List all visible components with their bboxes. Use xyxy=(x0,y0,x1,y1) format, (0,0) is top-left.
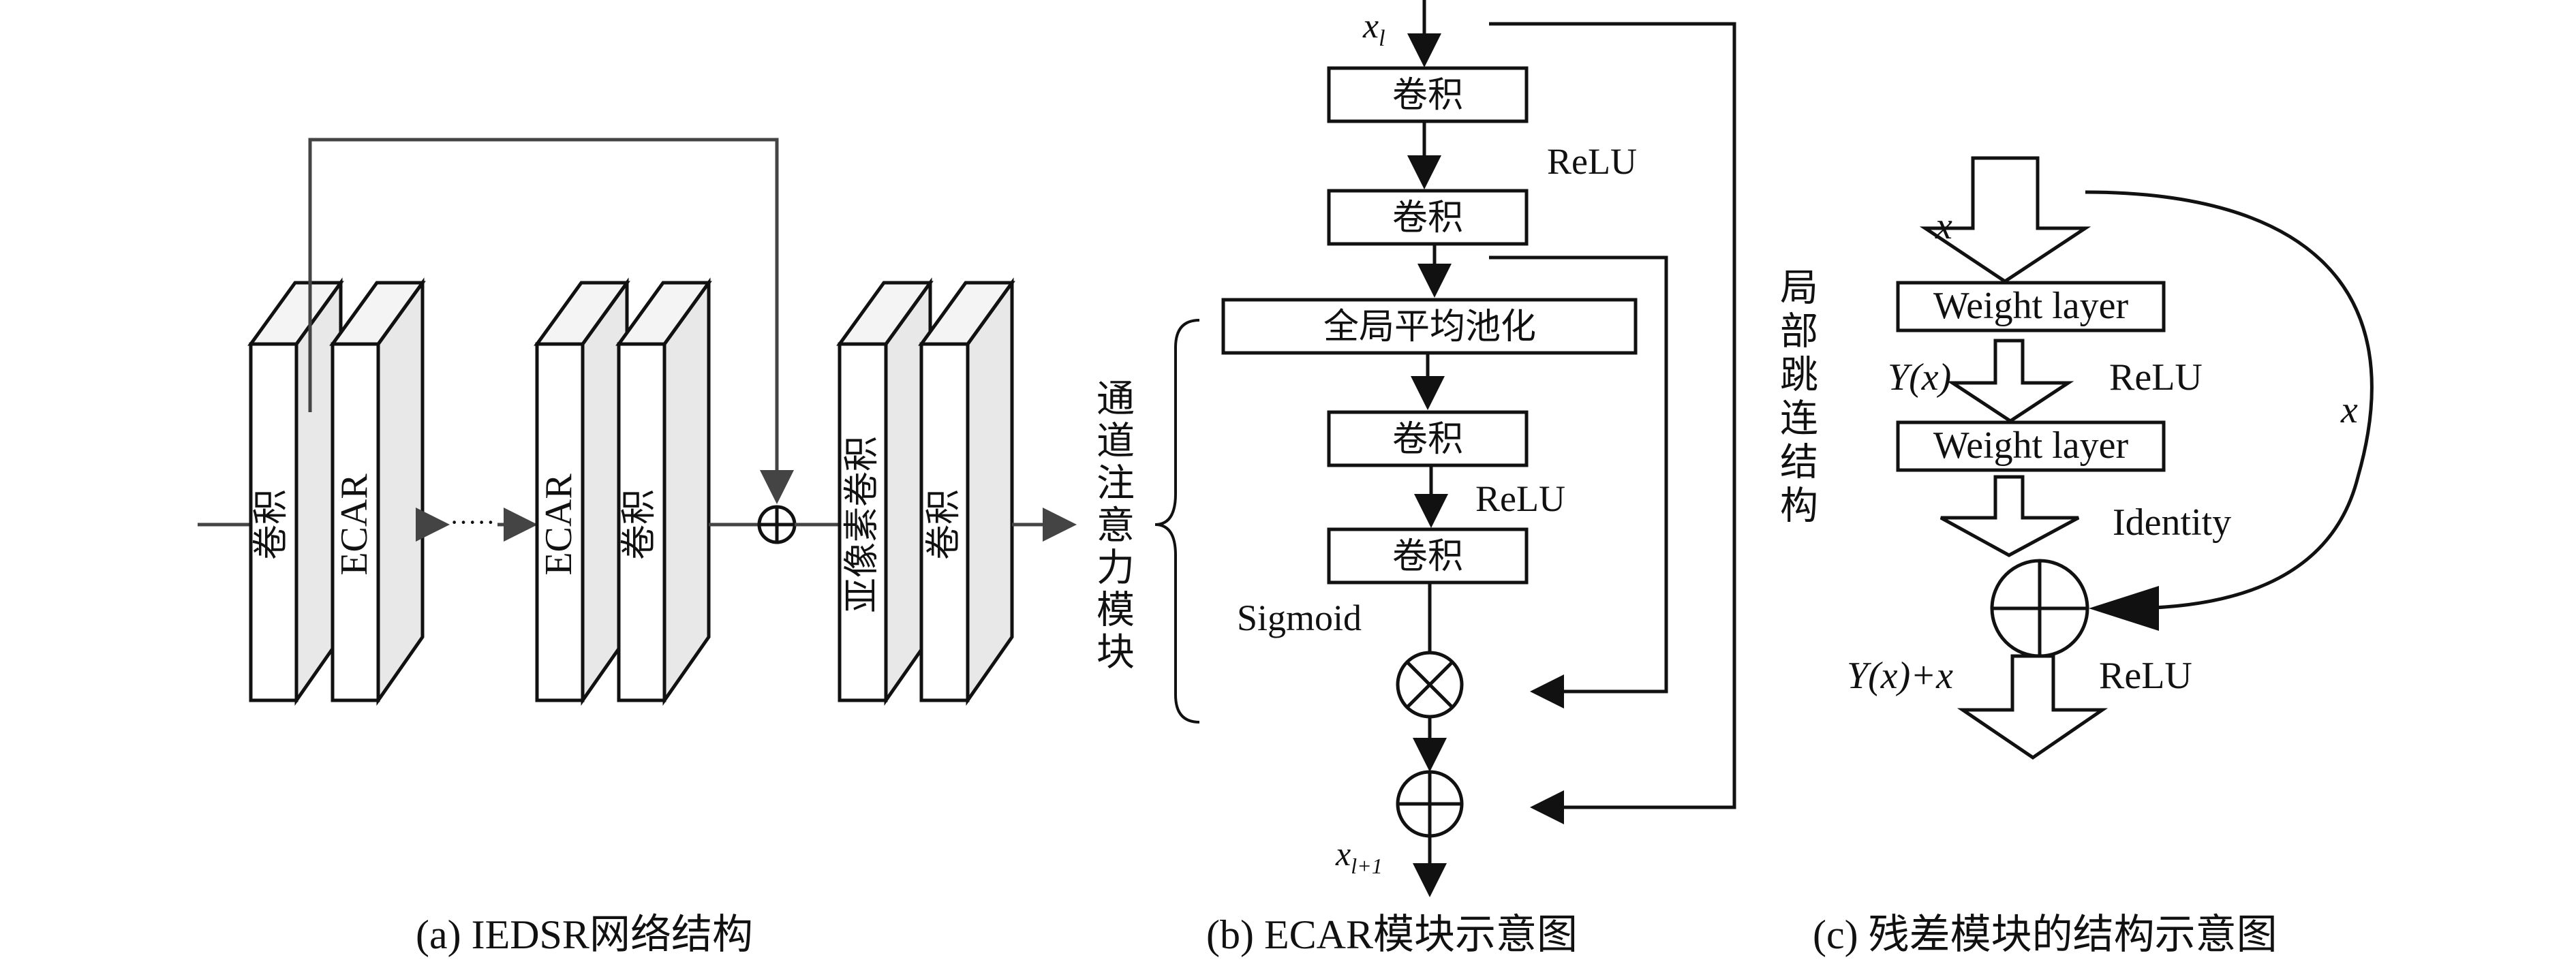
sum-node-a xyxy=(757,505,797,544)
global-skip-line xyxy=(308,138,794,504)
channel-attention-label: 通道注意力模块 xyxy=(1090,378,1135,674)
inner-skip-line xyxy=(1489,255,1668,709)
relu-label-2: ReLU xyxy=(1475,478,1565,519)
relu-c1-label: ReLU xyxy=(2109,356,2203,399)
subpixel-conv-block: 亚像素卷积 xyxy=(836,277,934,706)
sum-label: Y(x)+x xyxy=(1847,655,1953,697)
ecar-block-2-label: ECAR xyxy=(538,473,580,576)
conv-block-3-label: 卷积 xyxy=(923,489,964,560)
panel-a: 卷积 ECAR ····· ECAR 卷积 xyxy=(198,138,1077,957)
local-skip-label: 局部跳连结构 xyxy=(1774,267,1818,529)
subpixel-conv-block-label: 亚像素卷积 xyxy=(842,436,883,613)
conv-box-4 xyxy=(1327,527,1529,585)
weight-layer-1 xyxy=(1896,281,2166,332)
relu-c2-label: ReLU xyxy=(2099,655,2192,697)
identity-hollow-arrow xyxy=(1939,475,2080,557)
middle-hollow-arrow xyxy=(1946,339,2074,423)
gap-box-label: 全局平均池化 xyxy=(1323,307,1536,347)
conv-box-4-label: 卷积 xyxy=(1392,536,1463,577)
output-hollow-arrow xyxy=(1957,654,2109,760)
input-hollow-arrow xyxy=(1919,156,2091,284)
ecar-block-2: ECAR xyxy=(534,277,630,706)
conv-block-1: 卷积 xyxy=(247,277,344,706)
attention-brace xyxy=(1154,319,1200,724)
local-skip-line xyxy=(1489,22,1736,824)
weight-layer-2-label: Weight layer xyxy=(1933,424,2129,467)
panel-b: xl 卷积 ReLU 卷积 全局平均池化 卷积 ReLU 卷积 Sigmoid xyxy=(1090,0,1818,957)
x-skip-label: x xyxy=(2340,389,2358,431)
curved-skip-line xyxy=(2085,190,2374,610)
caption-a: (a) IEDSR网络结构 xyxy=(416,912,753,957)
gap-box xyxy=(1221,298,1638,355)
sigmoid-label: Sigmoid xyxy=(1237,597,1362,638)
multiply-node xyxy=(1396,651,1464,719)
conv-box-3-label: 卷积 xyxy=(1392,419,1463,460)
ecar-block-1: ECAR xyxy=(329,277,426,706)
output-label: xl+1 xyxy=(1335,835,1383,878)
conv-box-1 xyxy=(1327,66,1529,123)
conv-box-2 xyxy=(1327,189,1529,246)
input-label: xl xyxy=(1362,7,1385,51)
conv-block-1-label: 卷积 xyxy=(251,489,292,560)
conv-box-1-label: 卷积 xyxy=(1392,75,1463,116)
skip-arrowhead xyxy=(2089,586,2159,631)
conv-box-3 xyxy=(1327,410,1529,467)
identity-label: Identity xyxy=(2113,501,2231,544)
x-input-label: x xyxy=(1935,205,1952,247)
add-node-b xyxy=(1396,770,1464,838)
yx-label: Y(x) xyxy=(1888,356,1951,399)
conv-block-2: 卷积 xyxy=(615,277,712,706)
ellipsis-dots: ····· xyxy=(450,507,495,538)
weight-layer-2 xyxy=(1896,420,2166,472)
caption-b: (b) ECAR模块示意图 xyxy=(1206,912,1578,957)
ecar-block-1-label: ECAR xyxy=(333,473,375,576)
caption-c: (c) 残差模块的结构示意图 xyxy=(1813,912,2278,957)
conv-block-3: 卷积 xyxy=(918,277,1015,706)
relu-label-1: ReLU xyxy=(1547,141,1637,182)
panel-c: x Weight layer Y(x) ReLU Weight layer Id… xyxy=(1813,156,2374,957)
conv-block-2-label: 卷积 xyxy=(619,489,660,560)
weight-layer-1-label: Weight layer xyxy=(1933,285,2129,327)
conv-box-2-label: 卷积 xyxy=(1392,198,1463,238)
sum-node-c xyxy=(1990,559,2089,658)
